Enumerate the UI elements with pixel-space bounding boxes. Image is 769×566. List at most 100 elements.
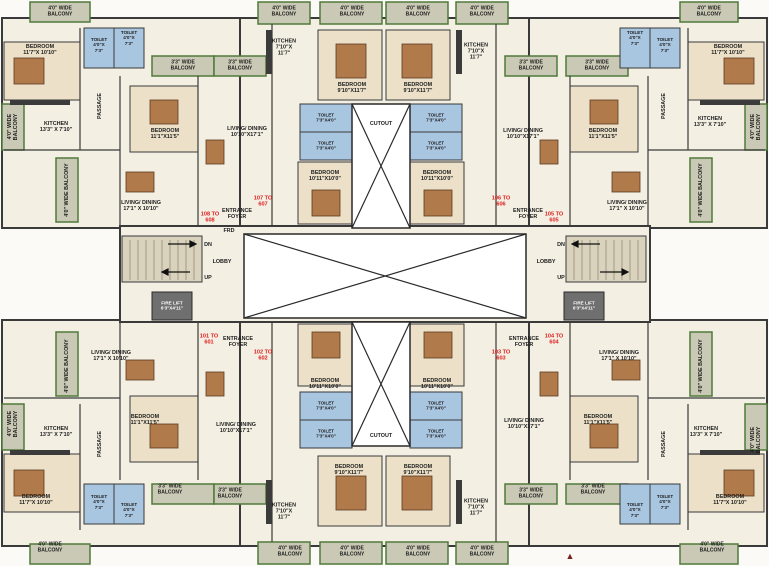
bedroom-label: BEDROOM 10'11"X10'0" [309, 377, 341, 390]
balcony-label: 3'3" WIDE BALCONY [217, 487, 243, 499]
toilet-label: TOILET 7'3"X4'0" [426, 428, 446, 439]
living-dining-label: LIVING/ DINING 10'10"X17'1" [504, 417, 544, 430]
living-dining-label: LIVING/ DINING 10'10"X17'1" [227, 125, 267, 138]
flat-number-label: 105 TO 605 [544, 211, 564, 224]
balcony-label: 4'0" WIDE BALCONY [47, 5, 73, 17]
kitchen-counters [10, 30, 760, 524]
balcony-label: 4'0" WIDE BALCONY [697, 163, 704, 217]
bedroom-label: BEDROOM 9'10"X11'7" [403, 463, 433, 476]
balcony-label: 4'0" WIDE BALCONY [271, 5, 297, 17]
fire-lift-label: FIRE LIFT 6'3"X4'11" [572, 300, 596, 311]
toilet-label: TOILET 4'0"X 7'3" [656, 37, 674, 53]
lobby-label: LOBBY [212, 258, 232, 265]
cutout-label: CUTOUT [367, 119, 395, 129]
balcony-label: 4'0" WIDE BALCONY [405, 5, 431, 17]
passage-label: PASSAGE [96, 93, 103, 119]
balcony-label: 4'0" WIDE BALCONY [469, 545, 495, 557]
passage-label: PASSAGE [96, 431, 103, 457]
stair-down-label: DN [557, 241, 565, 248]
furniture [13, 43, 755, 511]
kitchen-label: KITCHEN 13'3" X 7'10" [693, 115, 727, 128]
entrance-foyer-label: ENTRANCE FOYER [513, 207, 543, 220]
flat-number-label: 101 TO 601 [199, 333, 219, 346]
fire-lift-label: FIRE LIFT 6'3"X4'11" [160, 300, 184, 311]
bedroom-label: BEDROOM 11'7"X 10'10" [19, 493, 53, 506]
bedroom-label: BEDROOM 11'7"X 10'10" [711, 43, 745, 56]
cutout-label: CUTOUT [367, 431, 395, 441]
toilet-label: TOILET 7'3"X4'0" [426, 140, 446, 151]
kitchen-label: KITCHEN 13'3" X 7'10" [39, 120, 73, 133]
flat-number-label: 108 TO 608 [200, 211, 220, 224]
frd-label: FRD [223, 227, 235, 234]
living-dining-label: LIVING/ DINING 17'1" X 10'10" [607, 199, 647, 212]
kitchen-label: KITCHEN 13'3" X 7'10" [689, 425, 723, 438]
toilet-label: TOILET 4'0"X 7'3" [626, 30, 644, 46]
bedroom-label: BEDROOM 11'1"X11'5" [588, 127, 618, 140]
balcony-label: 4'0" WIDE BALCONY [6, 410, 19, 438]
balcony-label: 3'3" WIDE BALCONY [170, 59, 196, 71]
passage-label: PASSAGE [660, 93, 667, 119]
stair-down-label: DN [204, 241, 212, 248]
toilet-label: TOILET 7'3"X4'0" [316, 400, 336, 411]
balcony-label: 4'0" WIDE BALCONY [63, 339, 70, 393]
flat-number-label: 106 TO 606 [491, 195, 511, 208]
toilet-label: TOILET 4'0"X 7'3" [120, 502, 138, 518]
kitchen-label: KITCHEN 13'3" X 7'10" [39, 425, 73, 438]
toilet-label: TOILET 7'3"X4'0" [316, 112, 336, 123]
flat-number-label: 103 TO 603 [491, 349, 511, 362]
bedroom-label: BEDROOM 10'11"X10'0" [421, 377, 453, 390]
toilet-label: TOILET 7'3"X4'0" [316, 428, 336, 439]
balcony-label: 4'0" WIDE BALCONY [699, 541, 725, 553]
lobby-label: LOBBY [536, 258, 556, 265]
balcony-label: 4'0" WIDE BALCONY [339, 5, 365, 17]
toilet-label: TOILET 7'3"X4'0" [426, 400, 446, 411]
living-dining-label: LIVING/ DINING 17'1" X 10'10" [599, 349, 639, 362]
bedroom-label: BEDROOM 10'11"X10'0" [421, 169, 453, 182]
stair-up-label: UP [204, 274, 212, 281]
balcony-label: 4'0" WIDE BALCONY [6, 113, 19, 141]
toilet-label: TOILET 7'3"X4'0" [426, 112, 446, 123]
flat-number-label: 104 TO 604 [544, 333, 564, 346]
balcony-label: 4'0" WIDE BALCONY [339, 545, 365, 557]
flat-number-label: 102 TO 602 [253, 349, 273, 362]
stair-arrows [160, 240, 630, 276]
living-dining-label: LIVING/ DINING 17'1" X 10'10" [91, 349, 131, 362]
toilets [83, 27, 681, 525]
balcony-label: 4'0" WIDE BALCONY [469, 5, 495, 17]
bedroom-label: BEDROOM 11'1"X11'5" [130, 413, 160, 426]
toilet-label: TOILET 4'0"X 7'3" [120, 30, 138, 46]
toilet-label: TOILET 4'0"X 7'3" [90, 494, 108, 510]
balcony-label: 3'3" WIDE BALCONY [580, 483, 606, 495]
fire-lifts [151, 291, 605, 321]
balcony-label: 4'0" WIDE BALCONY [405, 545, 431, 557]
balcony-label: 4'0" WIDE BALCONY [37, 541, 63, 553]
kitchen-label: KITCHEN 7'10"X 11'7" [272, 38, 296, 58]
balcony-label: 4'0" WIDE BALCONY [277, 545, 303, 557]
north-arrow-icon: ▲ [565, 550, 575, 561]
passage-label: PASSAGE [660, 431, 667, 457]
bedroom-label: BEDROOM 9'10"X11'7" [403, 81, 433, 94]
balcony-label: 4'0" WIDE BALCONY [696, 5, 722, 17]
bedroom-label: BEDROOM 11'1"X11'5" [150, 127, 180, 140]
bedroom-label: BEDROOM 11'7"X 10'10" [23, 43, 57, 56]
balcony-label: 4'0" WIDE BALCONY [697, 339, 704, 393]
bedroom-label: BEDROOM 10'11"X10'0" [309, 169, 341, 182]
balcony-label: 3'3" WIDE BALCONY [157, 483, 183, 495]
bedroom-label: BEDROOM 11'7"X 10'10" [713, 493, 747, 506]
interior-walls [4, 24, 765, 542]
toilet-label: TOILET 7'3"X4'0" [316, 140, 336, 151]
living-dining-label: LIVING/ DINING 10'10"X17'1" [503, 127, 543, 140]
entrance-foyer-label: ENTRANCE FOYER [222, 207, 252, 220]
balcony-label: 4'0" WIDE BALCONY [749, 426, 762, 454]
flat-number-label: 107 TO 607 [253, 195, 273, 208]
balcony-label: 3'3" WIDE BALCONY [518, 59, 544, 71]
living-dining-label: LIVING/ DINING 10'10"X17'1" [216, 421, 256, 434]
toilet-label: TOILET 4'0"X 7'3" [656, 494, 674, 510]
stair-up-label: UP [557, 274, 565, 281]
balcony-label: 3'3" WIDE BALCONY [227, 59, 253, 71]
balcony-label: 3'3" WIDE BALCONY [584, 59, 610, 71]
void-crosses [243, 103, 527, 447]
